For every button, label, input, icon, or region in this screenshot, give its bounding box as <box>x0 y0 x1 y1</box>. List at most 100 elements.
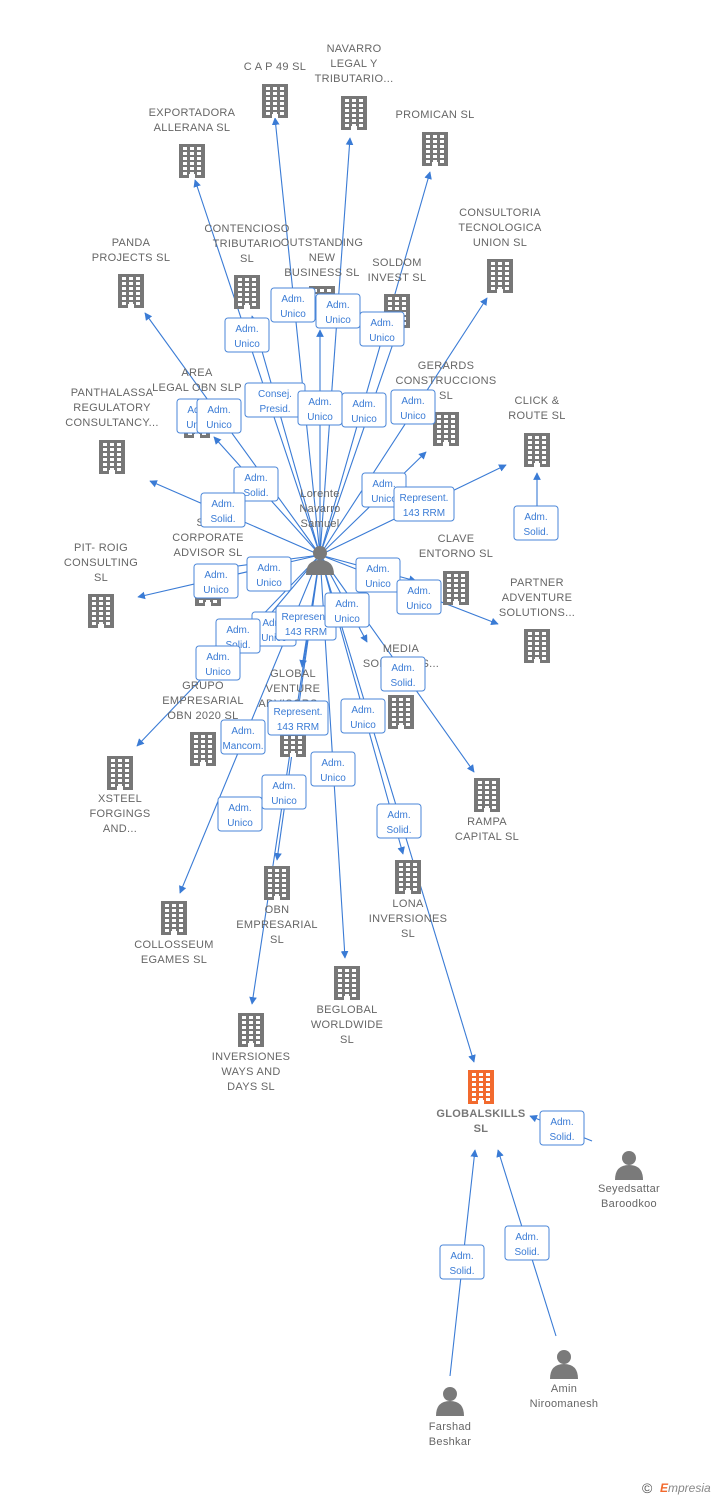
relation-label[interactable]: Adm.Unico <box>359 311 405 347</box>
building-icon <box>468 1070 494 1104</box>
brand-logo[interactable]: Empresia <box>660 1481 711 1495</box>
building-icon <box>422 132 448 166</box>
relation-edge <box>319 171 432 556</box>
relation-edge <box>319 297 488 556</box>
svg-text:Adm.: Adm. <box>450 1251 473 1262</box>
relation-label[interactable]: Adm.Unico <box>324 592 370 628</box>
svg-text:Unico: Unico <box>307 412 333 423</box>
svg-text:Represent.: Represent. <box>282 612 331 623</box>
relation-label[interactable]: Adm.Solid. <box>380 656 426 692</box>
svg-text:Adm.: Adm. <box>387 810 410 821</box>
svg-text:Represent.: Represent. <box>274 707 323 718</box>
svg-text:Unico: Unico <box>406 601 432 612</box>
relation-label[interactable]: Adm.Unico <box>270 287 316 323</box>
relation-label[interactable]: Adm.Unico <box>193 563 239 599</box>
relation-label[interactable]: Adm.Solid. <box>513 505 559 541</box>
svg-text:Solid.: Solid. <box>225 640 250 651</box>
svg-text:Adm.: Adm. <box>372 479 395 490</box>
relation-label[interactable]: Adm.Unico <box>355 557 401 593</box>
relation-label[interactable]: Adm.Unico <box>341 392 387 428</box>
relation-label[interactable]: Adm.Unico <box>261 774 307 810</box>
relation-label[interactable]: Adm.Solid. <box>439 1244 485 1280</box>
relation-label[interactable]: Adm.Unico <box>246 556 292 592</box>
node-cap49[interactable]: C A P 49 SL <box>244 61 306 118</box>
svg-text:143 RRM: 143 RRM <box>277 722 319 733</box>
relation-label[interactable]: Adm. Solid. <box>233 466 279 502</box>
node-promican[interactable]: PROMICAN SL <box>395 109 474 166</box>
relation-label[interactable]: Consej.Presid. <box>244 382 306 418</box>
svg-text:Adm.: Adm. <box>231 726 254 737</box>
svg-text:Adm.: Adm. <box>401 396 424 407</box>
relation-label[interactable]: Adm.Unico <box>310 751 356 787</box>
svg-text:Unico: Unico <box>227 818 253 829</box>
relation-label[interactable]: Adm.Mancom. <box>220 719 266 755</box>
relation-label[interactable]: Adm.Unico <box>224 317 270 353</box>
svg-text:Adm.: Adm. <box>391 663 414 674</box>
relation-label[interactable]: Adm.Unico <box>195 645 241 681</box>
svg-text:Adm.: Adm. <box>244 473 267 484</box>
svg-text:Adm.: Adm. <box>407 586 430 597</box>
relation-label[interactable]: Adm.Solid. <box>539 1110 585 1146</box>
relation-label[interactable]: Adm.Unico <box>297 390 343 426</box>
svg-text:Adm.: Adm. <box>204 570 227 581</box>
building-icon <box>118 274 144 308</box>
svg-text:Adm.: Adm. <box>228 803 251 814</box>
building-icon <box>395 860 421 894</box>
svg-text:Adm.: Adm. <box>257 563 280 574</box>
relation-edge <box>250 315 321 556</box>
node-label: CLICK &ROUTE SL <box>508 395 565 422</box>
relation-label[interactable]: Adm.Solid. <box>376 803 422 839</box>
relation-label[interactable]: Adm.Solid. <box>200 492 246 528</box>
svg-text:Adm.: Adm. <box>515 1232 538 1243</box>
svg-text:Adm.: Adm. <box>272 781 295 792</box>
person-icon <box>615 1151 643 1180</box>
svg-text:Solid.: Solid. <box>243 488 268 499</box>
relation-label[interactable]: Adm.Unico <box>340 698 386 734</box>
node-click[interactable]: CLICK &ROUTE SL <box>508 395 565 467</box>
relation-label[interactable]: Adm. Unico <box>217 796 263 832</box>
relation-label[interactable]: Represent. 143 RRM <box>267 700 329 736</box>
relation-label[interactable]: Adm. Unico <box>396 579 442 615</box>
relation-label[interactable]: Adm.Unico <box>315 293 361 329</box>
relation-edge <box>319 137 354 556</box>
relation-label[interactable]: Adm.Solid. <box>504 1225 550 1261</box>
relation-label[interactable]: Represent.143 RRM <box>393 486 455 522</box>
building-icon <box>388 695 414 729</box>
relation-label[interactable]: Adm.Unico <box>196 398 242 434</box>
empresia-footer[interactable]: © Empresia <box>638 1480 728 1498</box>
relation-label[interactable]: Adm.Unico <box>390 389 436 425</box>
